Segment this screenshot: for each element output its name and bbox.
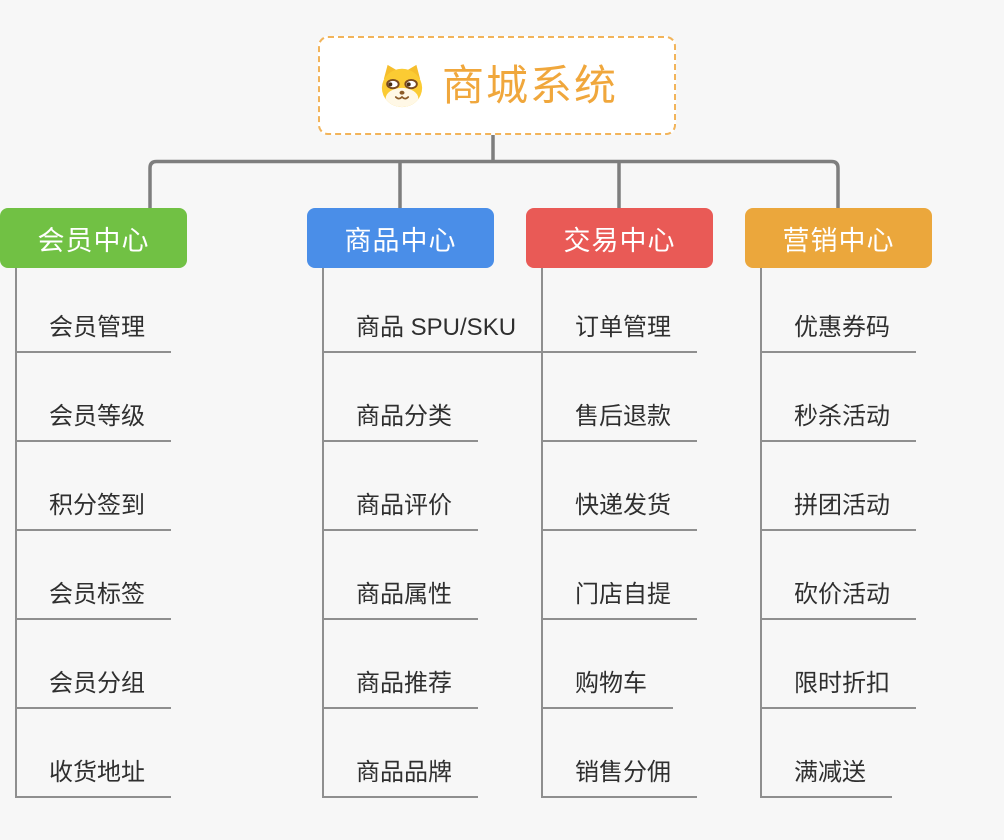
sub-topic[interactable]: 会员分组: [17, 620, 171, 709]
branch-marketing-center: 营销中心 优惠券码 秒杀活动 拼团活动 砍价活动 限时折扣 满减送: [745, 208, 932, 798]
branch-items: 商品 SPU/SKU 商品分类 商品评价 商品属性 商品推荐 商品品牌: [322, 268, 543, 798]
branch-trade-center: 交易中心 订单管理 售后退款 快递发货 门店自提 购物车 销售分佣: [526, 208, 713, 798]
sub-topic[interactable]: 商品属性: [324, 531, 478, 620]
branch-header[interactable]: 会员中心: [0, 208, 187, 268]
sub-topic[interactable]: 购物车: [543, 620, 673, 709]
sub-topic[interactable]: 收货地址: [17, 709, 171, 798]
branch-header[interactable]: 交易中心: [526, 208, 713, 268]
sub-topic[interactable]: 满减送: [762, 709, 892, 798]
sub-topic[interactable]: 商品评价: [324, 442, 478, 531]
sub-topic[interactable]: 砍价活动: [762, 531, 916, 620]
sub-topic[interactable]: 积分签到: [17, 442, 171, 531]
bus-line: [148, 159, 840, 209]
sub-topic[interactable]: 会员标签: [17, 531, 171, 620]
branch-header[interactable]: 商品中心: [307, 208, 494, 268]
sub-topic[interactable]: 商品 SPU/SKU: [324, 268, 543, 353]
branch-member-center: 会员中心 会员管理 会员等级 积分签到 会员标签 会员分组 收货地址: [0, 208, 187, 798]
sub-topic[interactable]: 商品推荐: [324, 620, 478, 709]
sub-topic[interactable]: 订单管理: [543, 268, 697, 353]
branch-items: 优惠券码 秒杀活动 拼团活动 砍价活动 限时折扣 满减送: [760, 268, 916, 798]
sub-topic[interactable]: 商品品牌: [324, 709, 478, 798]
branch-items: 订单管理 售后退款 快递发货 门店自提 购物车 销售分佣: [541, 268, 697, 798]
sub-topic[interactable]: 销售分佣: [543, 709, 697, 798]
sub-topic[interactable]: 优惠券码: [762, 268, 916, 353]
dog-icon: [381, 64, 423, 107]
sub-topic[interactable]: 秒杀活动: [762, 353, 916, 442]
sub-topic[interactable]: 会员管理: [17, 268, 171, 353]
root-node[interactable]: 商城系统: [318, 36, 676, 135]
sub-topic[interactable]: 限时折扣: [762, 620, 916, 709]
branch-product-center: 商品中心 商品 SPU/SKU 商品分类 商品评价 商品属性 商品推荐 商品品牌: [307, 208, 543, 798]
sub-topic[interactable]: 快递发货: [543, 442, 697, 531]
sub-topic[interactable]: 售后退款: [543, 353, 697, 442]
sub-topic[interactable]: 拼团活动: [762, 442, 916, 531]
root-title: 商城系统: [441, 61, 618, 109]
branch-header[interactable]: 营销中心: [745, 208, 932, 268]
branch-items: 会员管理 会员等级 积分签到 会员标签 会员分组 收货地址: [15, 268, 171, 798]
sub-topic[interactable]: 门店自提: [543, 531, 697, 620]
sub-topic[interactable]: 会员等级: [17, 353, 171, 442]
sub-topic[interactable]: 商品分类: [324, 353, 478, 442]
